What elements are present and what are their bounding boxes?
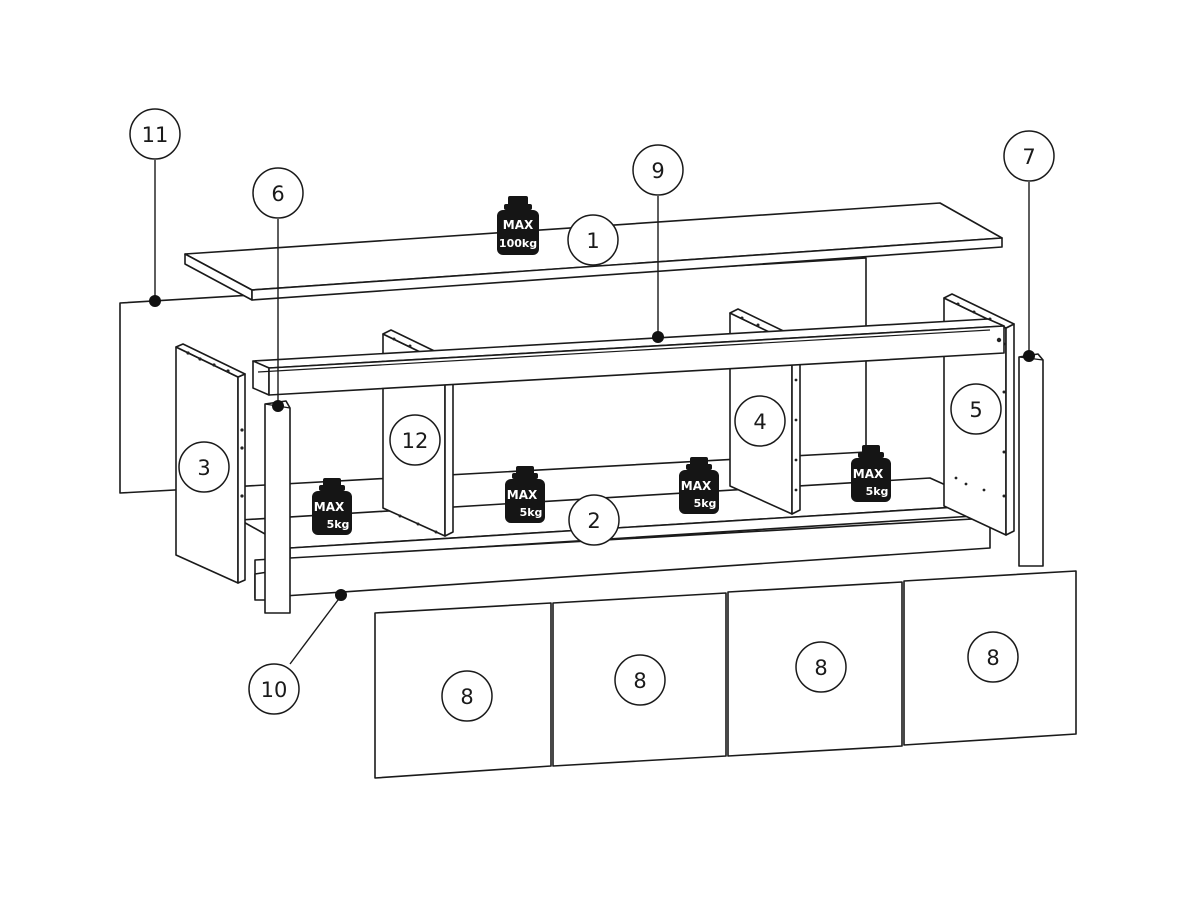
callout-label-7: 7 [1022, 145, 1035, 169]
leader-dot-10 [335, 589, 347, 601]
callout-12: 12 [389, 414, 441, 466]
weight-label-shelf-d: MAX [853, 467, 884, 481]
callout-4: 4 [734, 395, 786, 447]
callout-label-4: 4 [753, 410, 766, 434]
leader-dot-9 [652, 331, 664, 343]
callout-2: 2 [568, 494, 620, 546]
callout-label-5: 5 [969, 398, 982, 422]
weight-icon-shelf-b: MAX 5kg [505, 466, 545, 523]
weight-label-shelf-c: MAX [681, 479, 712, 493]
weight-icon-top-100kg: MAX 100kg [497, 196, 539, 255]
weight-icon-shelf-d: MAX 5kg [851, 445, 891, 502]
callout-8-door-1: 8 [441, 670, 493, 722]
callout-label-12: 12 [402, 429, 429, 453]
leader-10 [289, 595, 342, 665]
weight-icon-shelf-c: MAX 5kg [679, 457, 719, 514]
callout-8-door-3: 8 [795, 641, 847, 693]
top-rail [252, 318, 1005, 396]
callout-label-9: 9 [651, 159, 664, 183]
callout-9: 9 [632, 144, 684, 196]
callout-10: 10 [248, 663, 300, 715]
left-front-leg [264, 400, 291, 614]
weight-value-shelf-d: 5kg [866, 485, 889, 498]
weight-value-shelf-a: 5kg [327, 518, 350, 531]
callout-3: 3 [178, 441, 230, 493]
callout-5: 5 [950, 383, 1002, 435]
callout-8-door-4: 8 [967, 631, 1019, 683]
weight-value-top: 100kg [499, 237, 537, 250]
callout-label-2: 2 [587, 509, 600, 533]
callout-label-8c: 8 [814, 656, 827, 680]
weight-label-top: MAX [503, 218, 534, 232]
callout-7: 7 [1003, 130, 1055, 182]
callout-label-11: 11 [142, 123, 169, 147]
callout-label-8b: 8 [633, 669, 646, 693]
leader-dot-6 [272, 400, 284, 412]
callout-label-8a: 8 [460, 685, 473, 709]
callout-label-1: 1 [586, 229, 599, 253]
callout-label-10: 10 [261, 678, 288, 702]
weight-value-shelf-c: 5kg [694, 497, 717, 510]
callout-1: 1 [567, 214, 619, 266]
callout-label-3: 3 [197, 456, 210, 480]
leader-dot-11 [149, 295, 161, 307]
callout-8-door-2: 8 [614, 654, 666, 706]
weight-icon-shelf-a: MAX 5kg [312, 478, 352, 535]
leader-dot-7 [1023, 350, 1035, 362]
weight-label-shelf-a: MAX [314, 500, 345, 514]
weight-label-shelf-b: MAX [507, 488, 538, 502]
callout-label-6: 6 [271, 182, 284, 206]
weight-value-shelf-b: 5kg [520, 506, 543, 519]
callout-11: 11 [129, 108, 181, 160]
callout-label-8d: 8 [986, 646, 999, 670]
callout-6: 6 [252, 167, 304, 219]
right-front-leg [1018, 353, 1044, 567]
leader-lines [149, 160, 1035, 665]
